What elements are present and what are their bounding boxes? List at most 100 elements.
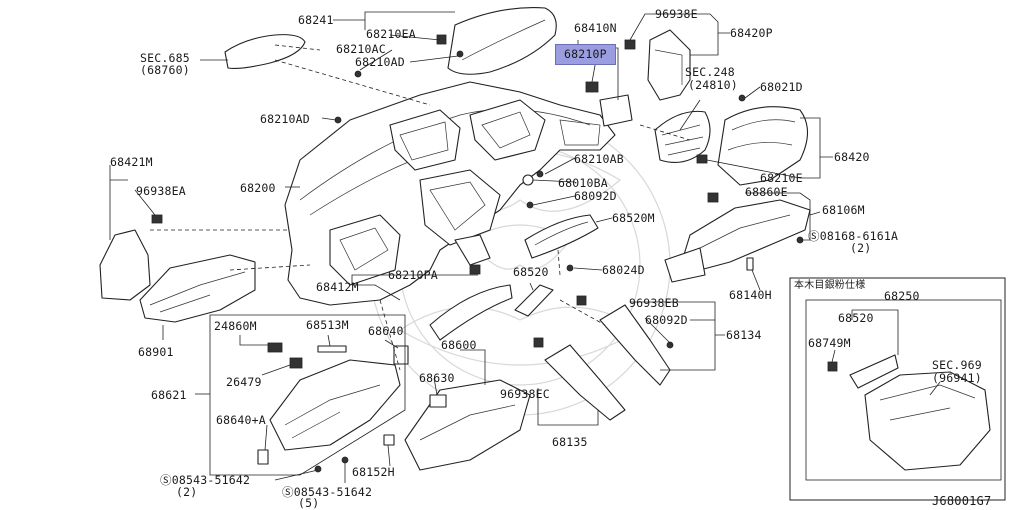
clip-68860E-icon [707,192,719,203]
clip-96938EA-icon [151,214,163,224]
inset-label-sec969-sub: (96941) [932,371,982,385]
label-68412M: 68412M [316,280,359,294]
label-68410N: 68410N [574,21,617,35]
clip-96938EC-icon [533,337,544,348]
label-68210AB: 68210AB [574,152,624,166]
label-08543-b-qty: (5) [298,496,320,510]
label-68621: 68621 [151,388,187,402]
clip-96938E-icon [624,39,636,50]
label-68092D-low: 68092D [645,313,688,327]
label-68901: 68901 [138,345,174,359]
label-26479: 26479 [226,375,262,389]
inset-label-sec969: SEC.969 [932,358,982,372]
label-68024D: 68024D [602,263,645,277]
label-08543-a: Ⓢ08543-51642 [160,473,251,487]
part-24860M-icon [267,342,283,353]
meter-sec248 [654,110,711,163]
side-panel-68420P [647,29,691,101]
meter-hood-68420 [717,106,809,186]
label-68520M: 68520M [612,211,655,225]
part-68152H-icon [383,434,395,446]
label-68200: 68200 [240,181,276,195]
label-68210EA: 68210EA [366,27,416,41]
dashed-connectors [150,44,691,371]
clip-68210PA-icon [469,264,481,275]
trim-68520M [524,214,599,259]
label-68010BA: 68010BA [558,176,608,190]
clip-96938EB-icon [576,295,587,306]
label-sec248: SEC.248 [685,65,735,79]
glovebox-68621 [269,359,401,451]
part-68513M-icon [317,345,347,353]
label-08543-a-qty: (2) [176,485,198,499]
part-68140H-icon [746,257,754,271]
label-08543-b: Ⓢ08543-51642 [282,485,373,499]
inset-label-68520: 68520 [838,311,874,325]
label-sec248-sub: (24810) [688,78,738,92]
strip-68520 [514,284,554,317]
console-68106M [664,199,811,283]
panel-68410N [599,94,633,127]
clip-68210E-icon [696,154,708,164]
label-08168-6161A: Ⓢ08168-6161A [808,229,899,243]
part-68630-icon [429,394,447,408]
label-68210AC: 68210AC [336,42,386,56]
label-96938E: 96938E [655,7,698,21]
inset-title: 本木目銀粉仕様 [794,280,866,291]
label-08543-a-text: 08543-51642 [171,473,251,487]
inset-label-68749M: 68749M [808,336,851,350]
label-68420P: 68420P [730,26,773,40]
label-68210AD-top: 68210AD [355,55,405,69]
label-68140H: 68140H [729,288,772,302]
label-96938EC: 96938EC [500,387,550,401]
finisher-68412M [429,284,513,341]
part-68640-icon [393,345,409,365]
part-26479-icon [289,357,303,369]
clip-68210P-icon [585,81,599,93]
label-68021D: 68021D [760,80,803,94]
glove-lid-sec685 [224,34,306,69]
inset-inner-frame [805,299,1002,481]
label-68210AD-mid: 68210AD [260,112,310,126]
leader-lines [109,11,941,483]
label-68600: 68600 [441,338,477,352]
label-68210PA: 68210PA [388,268,438,282]
label-68420: 68420 [834,150,870,164]
label-96938EA: 96938EA [136,184,186,198]
label-08168-qty: (2) [850,241,872,255]
label-sec685-sub: (68760) [140,63,190,77]
label-68640A: 68640+A [216,413,266,427]
part-68640A-icon [257,449,269,465]
label-08543-b-text: 08543-51642 [293,485,373,499]
inset-frame [789,277,1006,501]
trim-68135 [544,344,626,421]
label-68152H: 68152H [352,465,395,479]
clip-68749M-icon [827,361,838,372]
label-68135: 68135 [552,435,588,449]
duct-68901 [139,254,256,323]
inset-console [849,354,991,471]
label-68134: 68134 [726,328,762,342]
top-pad-68241 [447,7,557,75]
label-68210E: 68210E [760,171,803,185]
label-96938EB: 96938EB [629,296,679,310]
label-24860M: 24860M [214,319,257,333]
label-68513M: 68513M [306,318,349,332]
label-68640: 68640 [368,324,404,338]
label-68106M: 68106M [822,203,865,217]
label-68092D-top: 68092D [574,189,617,203]
label-68860E: 68860E [745,185,788,199]
label-sec685: SEC.685 [140,51,190,65]
label-68630: 68630 [419,371,455,385]
label-68520: 68520 [513,265,549,279]
inset-label-68250: 68250 [884,289,920,303]
label-68421M: 68421M [110,155,153,169]
label-68210P-highlighted[interactable]: 68210P [555,44,616,65]
diagram-code: J68001G7 [932,494,992,508]
label-68241: 68241 [298,13,334,27]
dashboard-68200 [284,81,616,306]
side-cover-68421M [99,229,151,301]
label-08168-text: 08168-6161A [819,229,899,243]
